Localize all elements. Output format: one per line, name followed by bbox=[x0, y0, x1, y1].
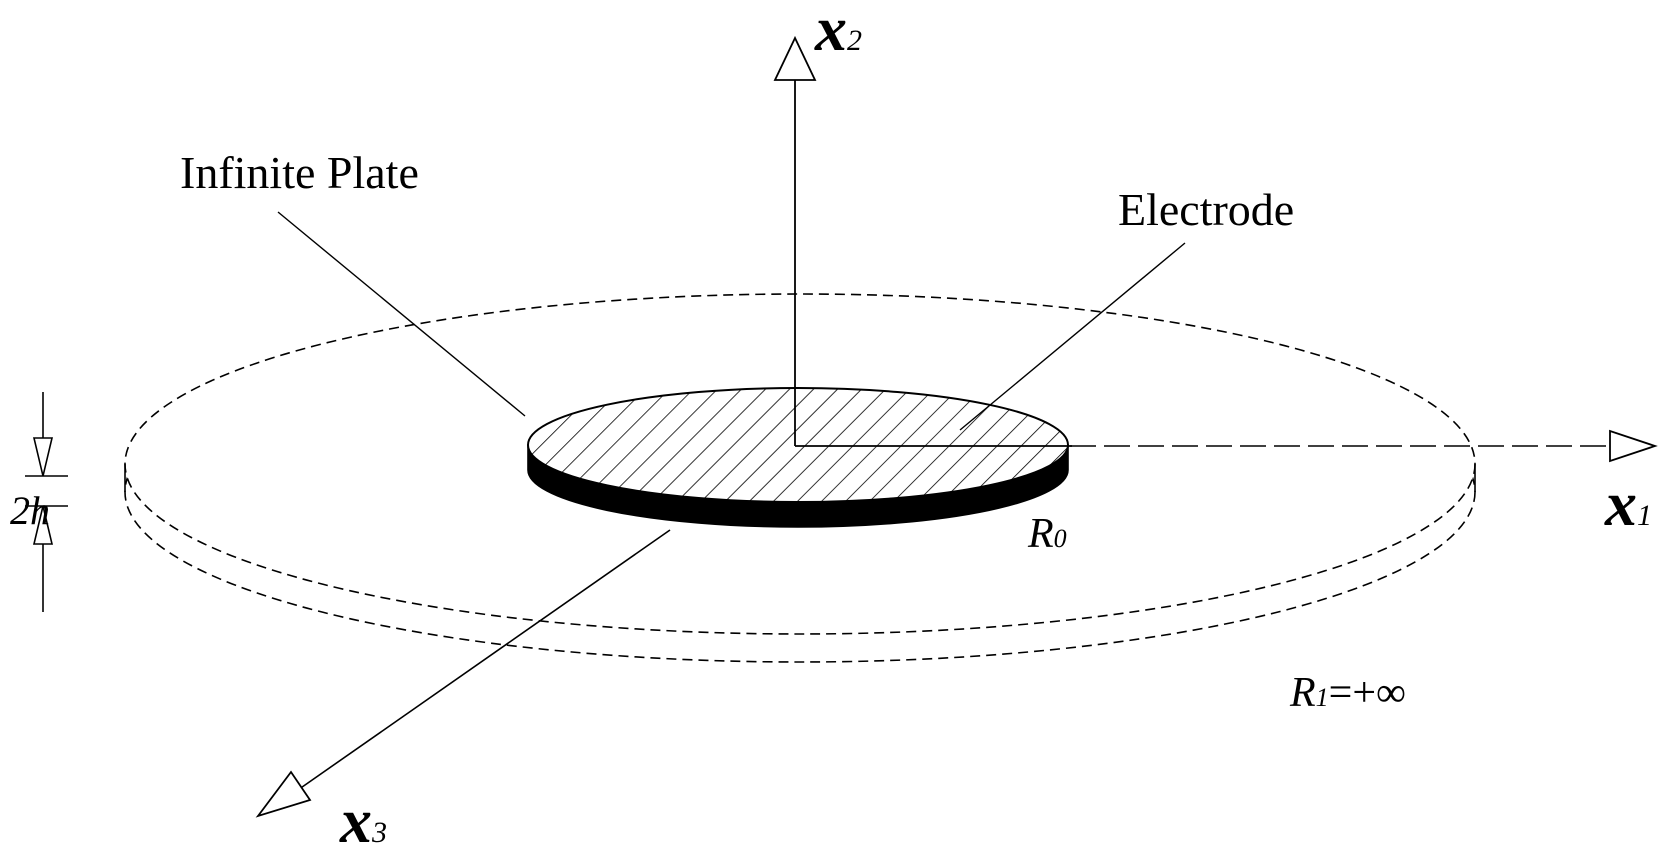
electrode-label: Electrode bbox=[1118, 184, 1294, 235]
x1-letter: x bbox=[1604, 468, 1637, 539]
thickness-dimension bbox=[25, 392, 68, 612]
x3-axis-label: x3 bbox=[339, 785, 387, 854]
infinite-plate-leader bbox=[277, 211, 526, 417]
r1-subscript: 1 bbox=[1316, 683, 1329, 712]
electrode bbox=[527, 387, 1069, 528]
infinite-plate-label: Infinite Plate bbox=[180, 147, 419, 198]
x2-arrowhead bbox=[773, 35, 817, 81]
x3-letter: x bbox=[339, 785, 372, 854]
x3-subscript: 3 bbox=[371, 816, 387, 849]
thickness-label: 2h bbox=[10, 488, 50, 533]
x1-arrowhead bbox=[1609, 429, 1658, 463]
x1-axis-label: x1 bbox=[1604, 468, 1652, 539]
x2-axis bbox=[773, 35, 817, 446]
thickness-arrow-down bbox=[32, 437, 54, 477]
x2-subscript: 2 bbox=[847, 24, 862, 57]
thickness-arrow-up bbox=[32, 505, 54, 545]
x3-axis-line bbox=[294, 529, 671, 793]
r0-label: R0 bbox=[1027, 511, 1067, 557]
r0-letter: R bbox=[1027, 511, 1054, 557]
r0-subscript: 0 bbox=[1054, 524, 1067, 553]
electrode-top-hatch bbox=[527, 387, 1069, 503]
electrode-leader bbox=[959, 242, 1186, 431]
r1-value: =+∞ bbox=[1329, 670, 1406, 716]
x2-axis-label: x2 bbox=[814, 0, 862, 64]
x2-letter: x bbox=[814, 0, 847, 64]
x1-axis bbox=[795, 429, 1658, 463]
r1-letter: R bbox=[1289, 670, 1316, 716]
x3-arrowhead bbox=[255, 770, 312, 818]
r1-label: R1=+∞ bbox=[1289, 670, 1406, 716]
x1-subscript: 1 bbox=[1637, 499, 1652, 532]
